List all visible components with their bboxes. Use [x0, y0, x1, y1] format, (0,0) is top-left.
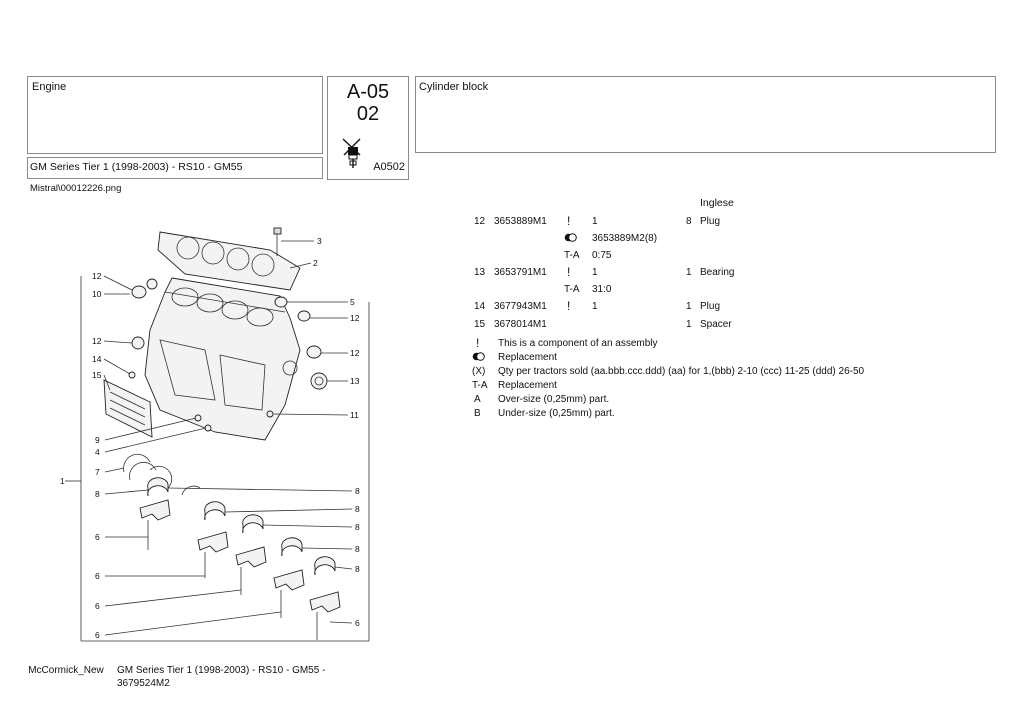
ref-no: 15	[474, 319, 486, 330]
ref-no: 13	[474, 267, 486, 278]
component-qty: 1	[592, 216, 598, 227]
part-number: 3677943M1	[494, 301, 547, 312]
legend-symbol: (X)	[472, 366, 486, 377]
description: Bearing	[700, 267, 735, 278]
quantity: 1	[686, 319, 692, 330]
svg-text:11: 11	[350, 410, 359, 420]
section-code-bottom: 02	[356, 103, 380, 125]
legend-symbol: B	[474, 408, 481, 419]
svg-text:10: 10	[92, 289, 102, 299]
ref-no: 12	[474, 216, 486, 227]
svg-text:6: 6	[95, 571, 100, 581]
svg-text:2: 2	[313, 258, 318, 268]
head-bolt	[273, 227, 282, 256]
svg-text:9: 9	[95, 435, 100, 445]
part-number: 3653889M1	[494, 216, 547, 227]
description: Plug	[700, 216, 721, 227]
svg-text:12: 12	[92, 271, 102, 281]
legend-symbol: A	[474, 394, 481, 405]
ta-mark: T-A	[564, 284, 580, 295]
svg-text:3: 3	[317, 236, 322, 246]
ta-mark: T-A	[564, 250, 580, 261]
cylinder-block	[144, 277, 301, 441]
svg-text:4: 4	[95, 447, 100, 457]
head-gasket	[157, 231, 301, 291]
footer-series: GM Series Tier 1 (1998-2003) - RS10 - GM…	[117, 665, 326, 689]
svg-text:6: 6	[95, 532, 100, 542]
ref-no: 14	[474, 301, 486, 312]
legend-text: Replacement	[498, 380, 557, 391]
legend-text: Under-size (0,25mm) part.	[498, 408, 615, 419]
legend-text: Replacement	[498, 352, 557, 363]
part-number: 3678014M1	[494, 319, 547, 330]
ta-value: 0:75	[592, 250, 612, 261]
svg-text:1: 1	[60, 476, 65, 486]
series-label: GM Series Tier 1 (1998-2003) - RS10 - GM…	[30, 161, 243, 173]
legend-symbol: !	[476, 336, 480, 350]
spacer-plate	[103, 379, 153, 438]
svg-text:6: 6	[95, 601, 100, 611]
bearing-shells	[147, 477, 336, 576]
callouts-right: 3 2 5 12 12 13 11 8 8 8 8 8 6	[313, 236, 360, 628]
part-number: 3653791M1	[494, 267, 547, 278]
page-title: Cylinder block	[419, 81, 489, 93]
component-qty: 1	[592, 301, 598, 312]
svg-text:13: 13	[350, 376, 360, 386]
page-title-box: Cylinder block	[415, 76, 996, 153]
svg-text:8: 8	[355, 544, 360, 554]
component-qty: 1	[592, 267, 598, 278]
svg-text:8: 8	[95, 489, 100, 499]
replacement-part: 3653889M2(8)	[592, 233, 658, 244]
language-label: Inglese	[700, 197, 734, 209]
svg-text:12: 12	[92, 336, 102, 346]
svg-text:12: 12	[350, 348, 360, 358]
quantity: 8	[686, 216, 692, 227]
replacement-icon	[472, 352, 485, 364]
svg-text:15: 15	[92, 370, 102, 380]
legend-symbol: T-A	[472, 380, 488, 391]
description: Plug	[700, 301, 721, 312]
assembly-mark: !	[567, 214, 571, 228]
legend-text: Qty per tractors sold (aa.bbb.ccc.ddd) (…	[498, 366, 865, 377]
plugs	[128, 278, 328, 432]
svg-text:14: 14	[92, 354, 102, 364]
section-code-top: A-05	[346, 81, 390, 103]
callout-leaders-left	[103, 275, 282, 636]
series-box: GM Series Tier 1 (1998-2003) - RS10 - GM…	[27, 157, 323, 179]
callouts-left: 12 10 12 14 15 9 4 7 8 6 6 6 6 1	[60, 271, 102, 640]
svg-text:6: 6	[95, 630, 100, 640]
legend-text: Over-size (0,25mm) part.	[498, 394, 610, 405]
leader-frame	[65, 276, 370, 642]
svg-text:6: 6	[355, 618, 360, 628]
bearing-caps	[139, 499, 341, 640]
svg-text:8: 8	[355, 564, 360, 574]
svg-text:8: 8	[355, 504, 360, 514]
assembly-mark: !	[567, 299, 571, 313]
description: Spacer	[700, 319, 732, 330]
section-code-box: A-05 02 A0502	[327, 76, 409, 180]
callout-leaders-right	[167, 240, 353, 624]
assembly-mark: !	[567, 265, 571, 279]
exploded-diagram: .ln{stroke:#333;stroke-width:0.8;fill:no…	[60, 227, 370, 642]
legend-text: This is a component of an assembly	[498, 338, 658, 349]
group-title: Engine	[32, 81, 67, 93]
svg-text:7: 7	[95, 467, 100, 477]
quantity: 1	[686, 301, 692, 312]
engine-section-icon	[342, 138, 361, 168]
footer-brand: McCormick_New	[28, 665, 104, 676]
svg-text:5: 5	[350, 297, 355, 307]
quantity: 1	[686, 267, 692, 278]
ta-value: 31:0	[592, 284, 612, 295]
svg-text:8: 8	[355, 486, 360, 496]
svg-text:8: 8	[355, 522, 360, 532]
thrust-washers	[123, 453, 201, 496]
section-ref: A0502	[373, 161, 405, 173]
replacement-icon	[564, 233, 577, 245]
group-title-box: Engine	[27, 76, 323, 154]
image-file-name: Mistral\00012226.png	[30, 183, 122, 194]
svg-text:12: 12	[350, 313, 360, 323]
